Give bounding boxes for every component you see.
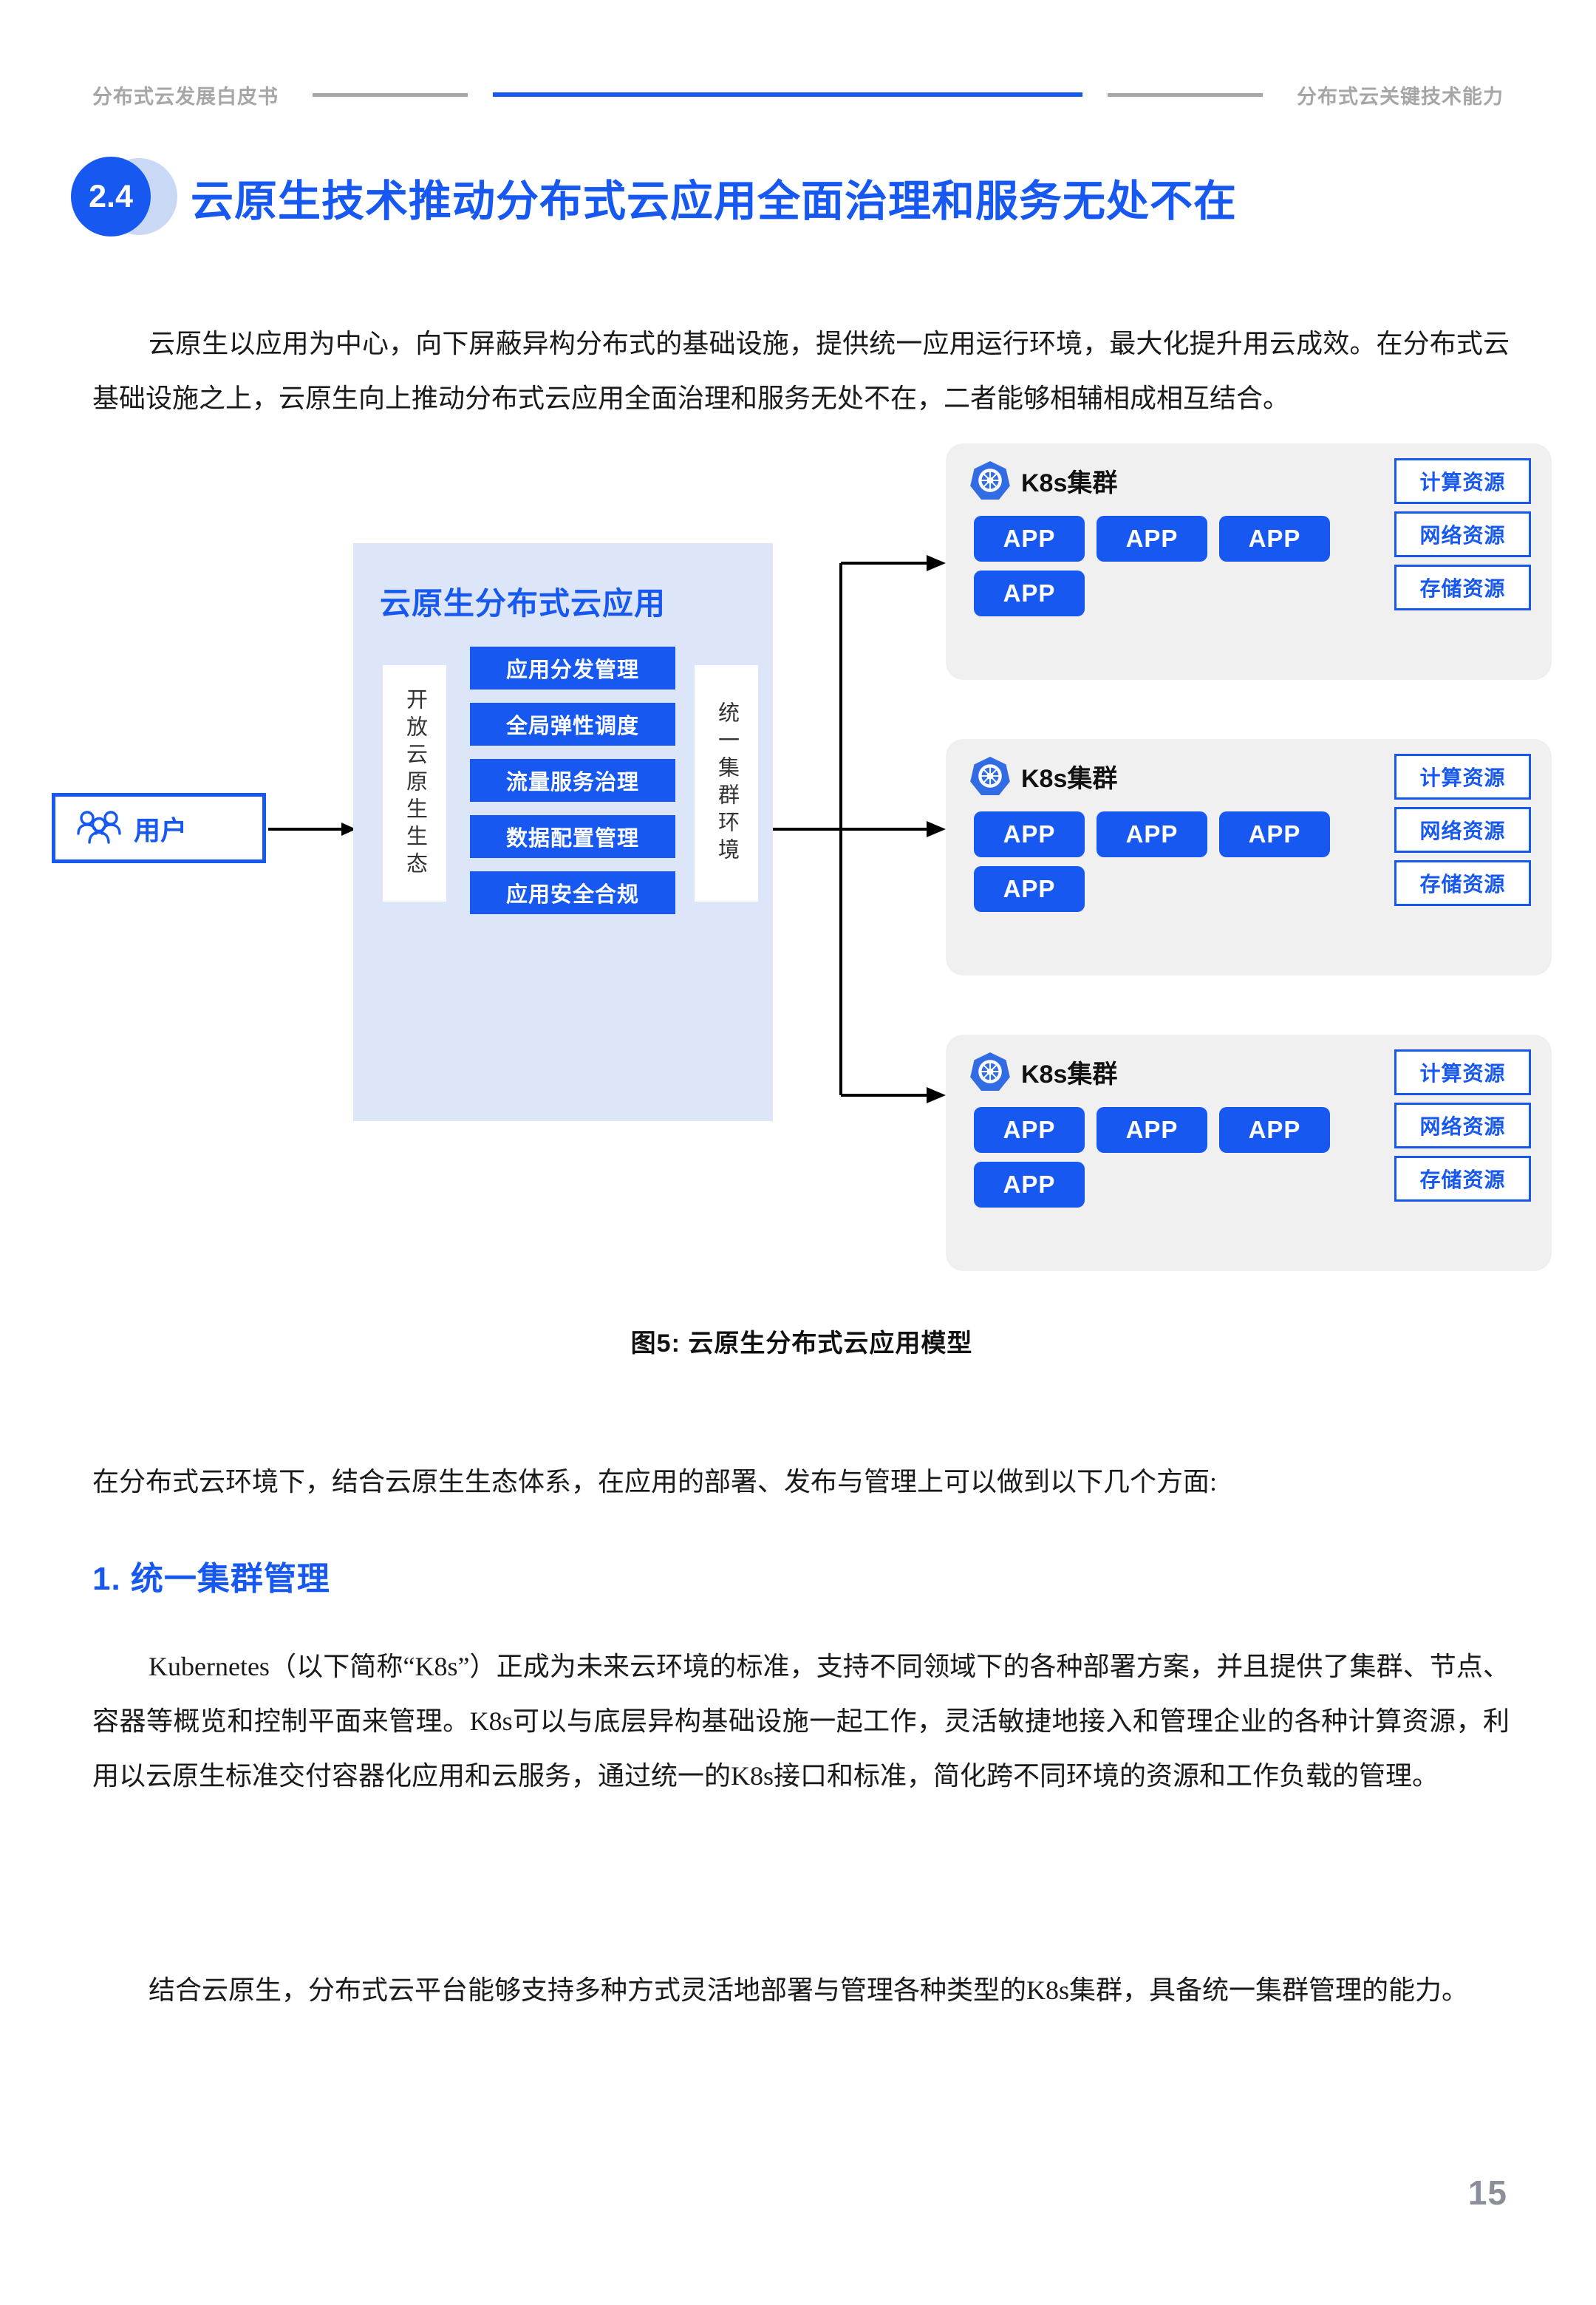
panel-item: 应用安全合规 xyxy=(470,871,675,914)
resource-box-compute: 计算资源 xyxy=(1394,754,1531,800)
paragraph-after-figure: 在分布式云环境下，结合云原生生态体系，在应用的部署、发布与管理上可以做到以下几个… xyxy=(92,1467,1218,1497)
kubernetes-icon xyxy=(969,755,1011,797)
app-chip: APP xyxy=(1219,811,1330,857)
panel-item: 全局弹性调度 xyxy=(470,703,675,746)
figure-cloud-native-model: 用户 云原生分布式云应用 开放云原生生态 应用分发管理 全局弹性调度 流量服务治… xyxy=(52,443,1552,1358)
app-chip: APP xyxy=(1097,811,1207,857)
resource-stack: 计算资源 网络资源 存储资源 xyxy=(1394,754,1531,913)
app-chip: APP xyxy=(974,1107,1085,1153)
cluster-header: K8s集群 xyxy=(969,1051,1117,1092)
branch-arrows xyxy=(773,555,946,1103)
paragraph-intro: 云原生以应用为中心，向下屏蔽异构分布式的基础设施，提供统一应用运行环境，最大化提… xyxy=(92,329,1510,413)
kubernetes-icon xyxy=(969,460,1011,501)
cluster-title: K8s集群 xyxy=(1021,764,1118,793)
header-right-title: 分布式云关键技术能力 xyxy=(1297,85,1504,108)
header-rule-gray-left xyxy=(313,92,468,97)
panel-right-column-label: 统一集群环境 xyxy=(715,701,739,865)
panel-item: 流量服务治理 xyxy=(470,759,675,802)
resource-box-compute: 计算资源 xyxy=(1394,458,1531,504)
section-heading: 2.4 云原生技术推动分布式云应用全面治理和服务无处不在 xyxy=(71,157,1237,238)
resource-box-compute: 计算资源 xyxy=(1394,1049,1531,1095)
resource-box-storage: 存储资源 xyxy=(1394,1156,1531,1202)
app-row: APP xyxy=(974,571,1432,616)
app-chip: APP xyxy=(974,866,1085,912)
cluster-header: K8s集群 xyxy=(969,460,1117,501)
panel-item: 应用分发管理 xyxy=(470,647,675,690)
header-rule-gray-right xyxy=(1108,92,1263,97)
k8s-cluster: K8s集群 APP APP APP APP 计算资源 网络资源 存储资源 xyxy=(946,443,1552,680)
panel-item: 数据配置管理 xyxy=(470,815,675,858)
k8s-cluster: K8s集群 APP APP APP APP 计算资源 网络资源 存储资源 xyxy=(946,739,1552,976)
app-grid: APP APP APP APP xyxy=(974,516,1432,625)
users-icon xyxy=(75,809,123,848)
panel-item-list: 应用分发管理 全局弹性调度 流量服务治理 数据配置管理 应用安全合规 xyxy=(470,647,675,927)
header-left-title: 分布式云发展白皮书 xyxy=(92,85,279,108)
panel-right-column: 统一集群环境 xyxy=(695,665,758,902)
resource-stack: 计算资源 网络资源 存储资源 xyxy=(1394,458,1531,618)
section-number-badge: 2.4 xyxy=(71,157,182,238)
app-grid: APP APP APP APP xyxy=(974,811,1432,921)
resource-box-network: 网络资源 xyxy=(1394,807,1531,853)
sub-heading-unified-cluster-management: 1. 统一集群管理 xyxy=(92,1561,330,1597)
panel-left-column-label: 开放云原生生态 xyxy=(403,687,427,879)
resource-box-network: 网络资源 xyxy=(1394,1103,1531,1148)
cluster-title: K8s集群 xyxy=(1021,1060,1118,1089)
app-row: APP xyxy=(974,1162,1432,1208)
user-box: 用户 xyxy=(52,793,266,863)
header-rule-blue xyxy=(493,92,1082,97)
resource-box-storage: 存储资源 xyxy=(1394,860,1531,906)
resource-box-network: 网络资源 xyxy=(1394,511,1531,557)
app-chip: APP xyxy=(974,811,1085,857)
app-chip: APP xyxy=(974,571,1085,616)
user-box-label: 用户 xyxy=(134,814,188,845)
app-chip: APP xyxy=(1097,516,1207,562)
app-row: APP xyxy=(974,866,1432,912)
cloud-native-panel: 云原生分布式云应用 开放云原生生态 应用分发管理 全局弹性调度 流量服务治理 数… xyxy=(353,543,773,1121)
app-chip: APP xyxy=(1097,1107,1207,1153)
section-title: 云原生技术推动分布式云应用全面治理和服务无处不在 xyxy=(191,177,1238,225)
panel-left-column: 开放云原生生态 xyxy=(383,665,446,902)
app-row: APP APP APP xyxy=(974,1107,1432,1153)
page-header: 分布式云发展白皮书 分布式云关键技术能力 xyxy=(92,80,1504,109)
section-number: 2.4 xyxy=(71,157,151,236)
paragraph-closing: 结合云原生，分布式云平台能够支持多种方式灵活地部署与管理各种类型的K8s集群，具… xyxy=(149,1975,1469,2005)
paragraph-kubernetes: Kubernetes（以下简称“K8s”）正成为未来云环境的标准，支持不同领域下… xyxy=(92,1652,1510,1791)
cluster-header: K8s集群 xyxy=(969,755,1117,797)
k8s-cluster: K8s集群 APP APP APP APP 计算资源 网络资源 存储资源 xyxy=(946,1035,1552,1271)
panel-title: 云原生分布式云应用 xyxy=(380,586,666,621)
app-grid: APP APP APP APP xyxy=(974,1107,1432,1216)
resource-box-storage: 存储资源 xyxy=(1394,565,1531,610)
app-chip: APP xyxy=(974,516,1085,562)
kubernetes-icon xyxy=(969,1051,1011,1092)
figure-caption: 图5: 云原生分布式云应用模型 xyxy=(630,1329,973,1358)
app-row: APP APP APP xyxy=(974,516,1432,562)
page-number: 15 xyxy=(1467,2173,1507,2212)
cluster-title: K8s集群 xyxy=(1021,469,1118,497)
resource-stack: 计算资源 网络资源 存储资源 xyxy=(1394,1049,1531,1209)
arrow-user-to-panel xyxy=(268,823,356,836)
app-chip: APP xyxy=(974,1162,1085,1208)
app-chip: APP xyxy=(1219,516,1330,562)
app-chip: APP xyxy=(1219,1107,1330,1153)
app-row: APP APP APP xyxy=(974,811,1432,857)
